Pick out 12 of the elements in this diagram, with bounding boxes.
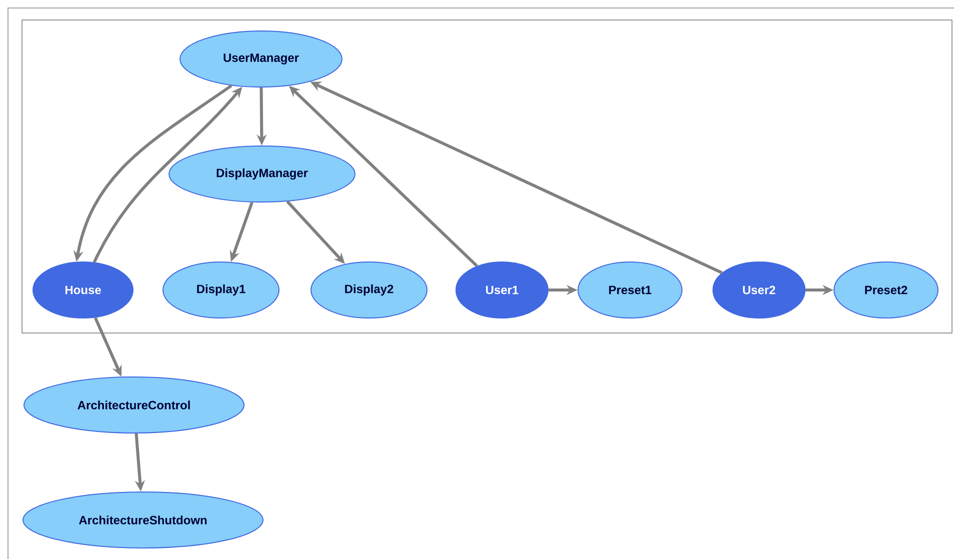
ellipse-node: User2 [712,262,806,318]
ellipse-node: User1 [456,262,548,318]
ellipse-node: Display2 [310,262,428,318]
ellipse-node: ArchitectureShutdown [22,492,264,548]
ellipse-node: Preset1 [578,262,682,318]
ellipse-node: Preset2 [834,262,938,318]
ellipse-node: Display1 [162,262,280,318]
ellipse-node: House [32,262,134,318]
ellipse-node: ArchitectureControl [24,376,244,434]
ellipse-node: DisplayManager [168,146,356,202]
cluster-frame [22,20,952,334]
ellipse-node: UserManager [180,30,342,88]
